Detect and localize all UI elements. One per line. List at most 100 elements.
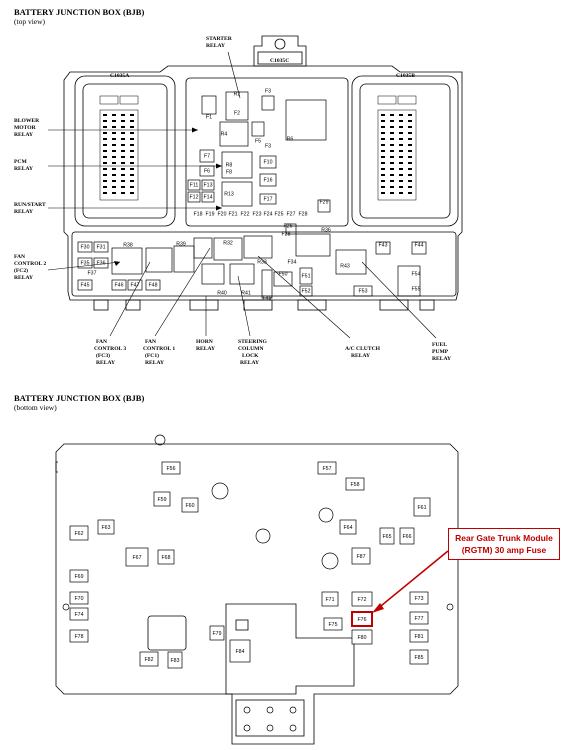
- fuse-f76[interactable]: F76: [351, 611, 373, 627]
- rgtm-fuse-callout: Rear Gate Trunk Module (RGTM) 30 amp Fus…: [448, 528, 560, 560]
- fuse-f23-label: F23: [253, 211, 262, 217]
- fuse-f25-label: F25: [275, 211, 284, 217]
- connector-pin: [390, 174, 394, 176]
- connector-pin: [390, 114, 394, 116]
- connector-pin: [121, 162, 125, 164]
- fuse-f31-label: F31: [97, 244, 106, 250]
- fuse-f37-label: F37: [88, 270, 97, 276]
- top-view-bottom-labels: FAN CONTROL 3 (FC3) RELAY FAN CONTROL 1 …: [94, 339, 451, 366]
- relay-r32-label: R32: [223, 240, 233, 246]
- connector-pin: [408, 156, 412, 158]
- connector-pin: [130, 144, 134, 146]
- connector-pin: [130, 132, 134, 134]
- fuse-f21-label: F21: [229, 211, 238, 217]
- fuse-f61: F61: [413, 497, 431, 517]
- fc3-label-3: (FC3): [96, 352, 110, 359]
- connector-pin: [103, 174, 107, 176]
- ac-label-1: A/C CLUTCH: [345, 346, 381, 352]
- connector-pin: [408, 168, 412, 170]
- connector-pin: [130, 174, 134, 176]
- connector-pin: [103, 162, 107, 164]
- relay-r39-label: R39: [176, 241, 186, 247]
- fuse-f87: F87: [351, 547, 371, 565]
- fuse-f18-label: F18: [194, 211, 203, 217]
- fuse-f87-label: F87: [357, 554, 366, 560]
- connector-pin: [103, 180, 107, 182]
- fuse-f82: F82: [139, 651, 159, 667]
- connector-pin: [121, 132, 125, 134]
- connector-pin: [381, 180, 385, 182]
- relay-r40-label: R40: [217, 290, 227, 296]
- fuse-f57-label: F57: [323, 466, 332, 472]
- fuse-f8-label: F8: [226, 169, 232, 175]
- runstart-relay-label-1: RUN/START: [14, 202, 46, 208]
- fuse-f72: F72: [351, 591, 373, 607]
- fuel-label-3: RELAY: [432, 356, 451, 362]
- fuse-f43-label: F43: [379, 242, 388, 248]
- relay-r33-label: R33: [257, 259, 267, 265]
- relay-r38-label: R38: [123, 242, 133, 248]
- connector-pin: [390, 150, 394, 152]
- connector-pin: [112, 162, 116, 164]
- connector-pin: [121, 150, 125, 152]
- top-view-fuse-labels: F1 R2 F3 F2 R4 F5 R6 F7 F6 R8 F8 F10 F16…: [81, 88, 424, 301]
- fuse-f54-label: F54: [412, 271, 421, 277]
- fuel-label-2: PUMP: [432, 349, 449, 355]
- fuse-f11-label: F11: [190, 182, 199, 188]
- callout-arrow: [372, 550, 449, 613]
- connector-pin: [103, 120, 107, 122]
- connector-pin: [112, 186, 116, 188]
- fc1-label-1: FAN: [145, 339, 156, 345]
- fuse-f79: F79: [209, 625, 225, 641]
- fuse-f2-label: F2: [234, 110, 240, 116]
- connector-pin: [103, 132, 107, 134]
- fuse-f59-label: F59: [158, 497, 167, 503]
- fuse-f82-label: F82: [145, 657, 154, 663]
- fc3-label-2: CONTROL 3: [94, 346, 126, 352]
- fuse-f62-label: F62: [75, 531, 84, 537]
- fuse-f58: F58: [345, 477, 365, 491]
- connector-pin: [121, 192, 125, 194]
- connector-pin: [121, 168, 125, 170]
- fuse-f75: F75: [323, 617, 343, 631]
- fuse-f70: F70: [69, 591, 89, 605]
- fuse-f34-label: F34: [288, 259, 297, 265]
- fuse-f71: F71: [321, 591, 339, 607]
- fuse-f76-label: F76: [358, 617, 367, 623]
- fuse-f65-label: F65: [383, 534, 392, 540]
- bottom-view-subtitle: (bottom view): [14, 403, 57, 412]
- fan2-relay-label-1: FAN: [14, 254, 25, 260]
- fuse-f60: F60: [181, 497, 199, 513]
- fuse-f81: F81: [409, 629, 429, 643]
- fuse-f85: F85: [409, 649, 429, 665]
- fuse-f77: F77: [409, 611, 429, 625]
- connector-pin: [112, 126, 116, 128]
- connector-pin: [121, 144, 125, 146]
- connector-pin: [381, 120, 385, 122]
- fuse-f75-label: F75: [329, 622, 338, 628]
- connector-c1035a-label: C1035A: [110, 73, 129, 79]
- top-view-body: [63, 35, 463, 311]
- connector-pin: [408, 180, 412, 182]
- fuse-f64: F64: [339, 519, 357, 535]
- fuse-f56-label: F56: [167, 466, 176, 472]
- fuse-f74: F74: [69, 607, 89, 621]
- connector-pin: [408, 132, 412, 134]
- connector-pin: [130, 162, 134, 164]
- connector-pin: [381, 168, 385, 170]
- fuse-f63-label: F63: [102, 525, 111, 531]
- connector-pin: [103, 186, 107, 188]
- fuse-f3-label: F3: [265, 88, 271, 94]
- connector-pin: [112, 156, 116, 158]
- fuse-f78: F78: [69, 629, 89, 643]
- fuse-f83-label: F83: [171, 658, 180, 664]
- fuse-f35-label: F35: [81, 260, 90, 266]
- fuse-f51-label: F51: [302, 273, 311, 279]
- bottom-view-title: BATTERY JUNCTION BOX (BJB) (bottom view): [14, 394, 144, 413]
- connector-pin: [381, 132, 385, 134]
- fuse-f68-label: F68: [162, 555, 171, 561]
- relay-r36-label: R36: [321, 227, 331, 233]
- connector-pin: [408, 126, 412, 128]
- fuse-f45-label: F45: [81, 282, 90, 288]
- relay-r2-label: R2: [234, 91, 241, 97]
